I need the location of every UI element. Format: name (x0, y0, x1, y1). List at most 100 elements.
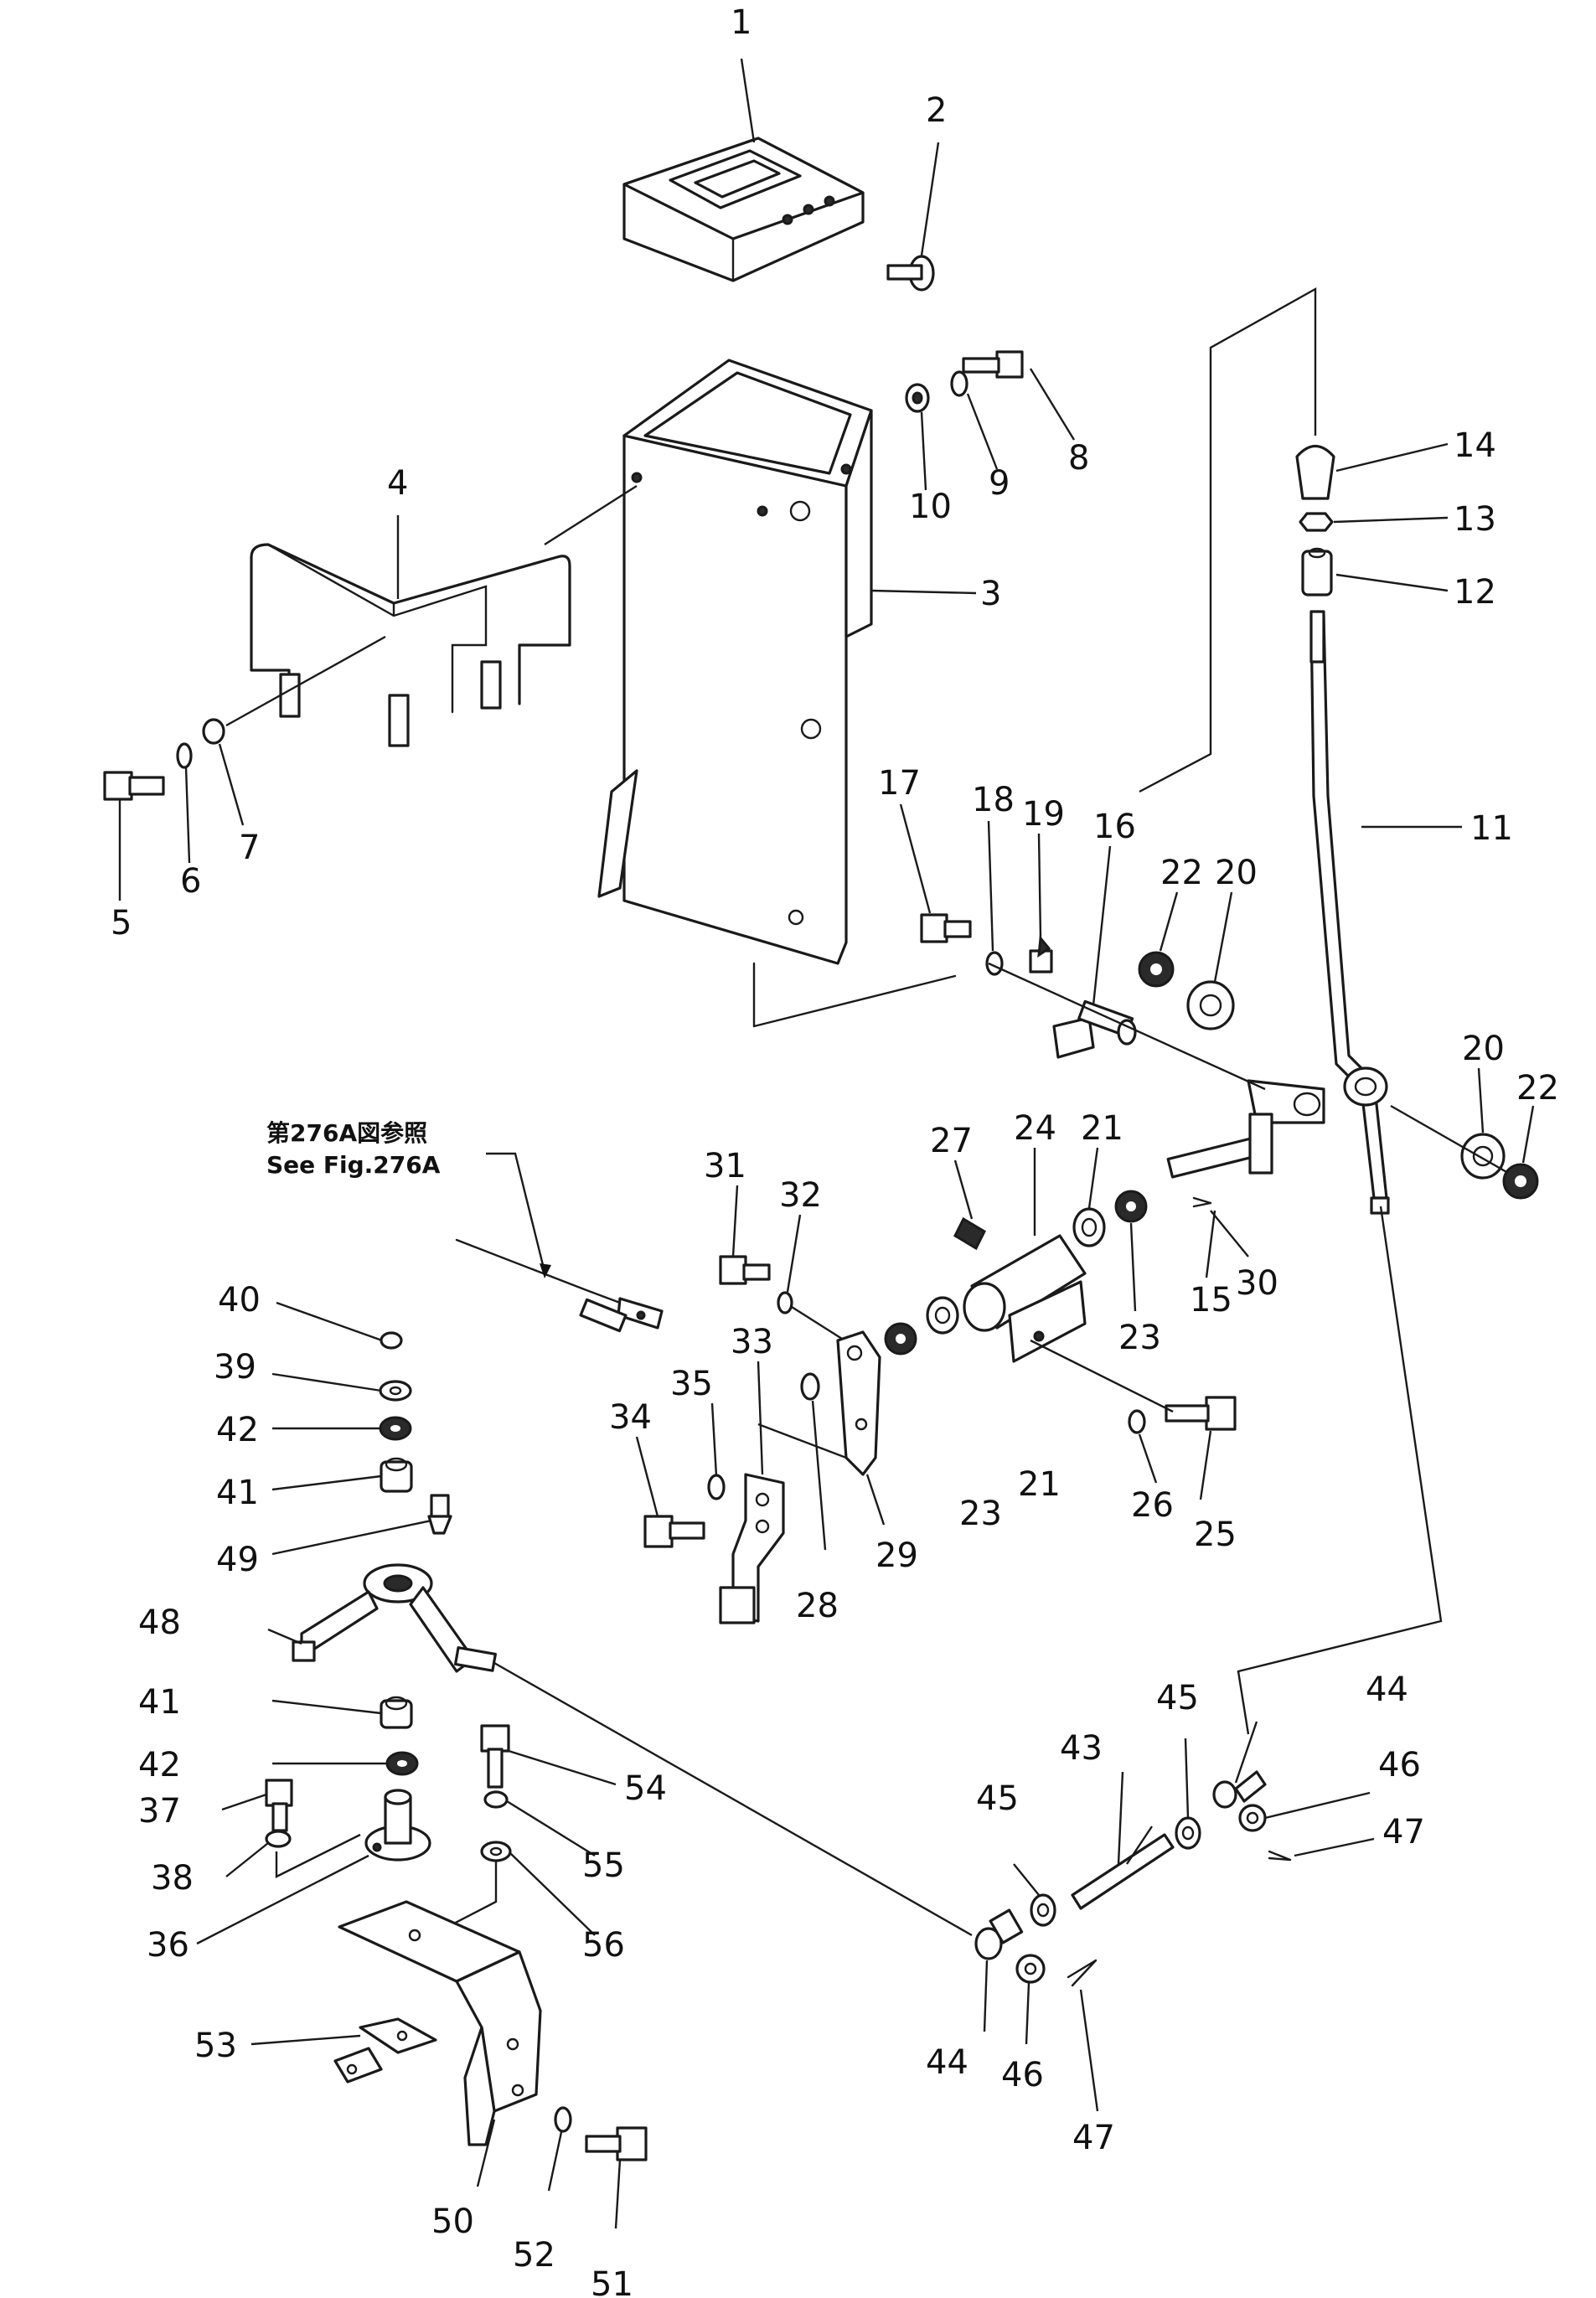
washer-part-39 (379, 1380, 412, 1402)
callout-33: 33 (731, 1323, 773, 1361)
callout-numbers: 1 2 3 4 5 6 7 8 9 10 11 12 13 14 15 16 1… (111, 3, 1559, 2298)
callout-26: 26 (1131, 1486, 1174, 1525)
callout-44a: 44 (926, 2043, 968, 2082)
housing-part-24 (963, 1234, 1087, 1363)
washer-part-9 (950, 370, 968, 397)
washer-part-10 (905, 383, 930, 413)
bolt-part-8 (962, 350, 1024, 379)
pin-part-15 (1166, 1079, 1325, 1179)
callout-12: 12 (1454, 573, 1496, 612)
callout-19: 19 (1022, 795, 1065, 834)
bracket-plate-part-50 (338, 1900, 542, 2146)
leader-lever-group (1139, 287, 1317, 793)
snap-ring-part-40 (380, 1331, 403, 1350)
washer-part-55 (483, 1790, 509, 1809)
callout-17: 17 (878, 764, 921, 803)
bracket-part-53 (333, 2017, 437, 2084)
nut-part-22b (1502, 1163, 1539, 1200)
callout-46b: 46 (1378, 1746, 1421, 1784)
bolt-part-25 (1165, 1396, 1237, 1431)
callout-21a: 21 (1081, 1109, 1123, 1148)
callout-23a: 23 (1118, 1319, 1161, 1357)
callout-22b: 22 (1516, 1069, 1559, 1108)
cotter-pin-part-47a (1067, 1959, 1098, 1987)
leader-linkage-right (1237, 1206, 1443, 1735)
callout-30: 30 (1236, 1264, 1278, 1303)
bolt-part-31 (719, 1255, 771, 1285)
callout-41a: 41 (216, 1474, 259, 1512)
callout-42b: 42 (138, 1746, 181, 1784)
callout-23b: 23 (959, 1495, 1002, 1533)
callout-3: 3 (980, 575, 1001, 613)
cotter-pin-part-47b (1268, 1850, 1292, 1862)
callout-47b: 47 (1382, 1813, 1425, 1851)
nut-part-23a (1114, 1190, 1148, 1223)
callout-32: 32 (779, 1176, 822, 1215)
callout-56: 56 (582, 1926, 625, 1965)
callout-37: 37 (138, 1792, 181, 1831)
callout-27: 27 (930, 1122, 973, 1160)
rod-part-43 (1071, 1833, 1175, 1910)
nut-part-22a (1138, 951, 1175, 988)
ref-note-arrow (540, 1263, 551, 1278)
callout-34: 34 (609, 1398, 652, 1437)
callout-49: 49 (216, 1541, 259, 1579)
leader-handrail-bolt (225, 635, 386, 727)
callout-8: 8 (1068, 439, 1089, 478)
lever-rod-part-11 (1309, 610, 1390, 1215)
callout-45b: 45 (1156, 1679, 1199, 1717)
callout-39: 39 (214, 1348, 256, 1387)
leader-ref-note (486, 1152, 546, 1273)
leader-handrail-column (544, 484, 638, 546)
callout-2: 2 (926, 91, 947, 130)
washer-part-7 (202, 718, 225, 745)
callout-22a: 22 (1160, 854, 1203, 892)
leader-shift-arm (493, 1661, 973, 1937)
callout-53: 53 (194, 2027, 237, 2065)
bushing-part-41b (380, 1696, 413, 1729)
washer-part-35 (707, 1474, 726, 1500)
callout-28: 28 (796, 1587, 839, 1625)
leader-pivot-axis-right (1390, 1104, 1509, 1175)
bolt-part-54 (480, 1724, 510, 1789)
callout-41b: 41 (138, 1683, 181, 1722)
nut-part-23b (884, 1322, 917, 1356)
callout-55: 55 (582, 1846, 625, 1885)
bolt-part-5 (103, 771, 165, 801)
leader-housing-bolt (1030, 1339, 1174, 1413)
callout-40: 40 (218, 1281, 261, 1319)
callout-11: 11 (1470, 809, 1513, 848)
reference-note-english: See Fig.276A (266, 1151, 441, 1179)
callout-20a: 20 (1215, 854, 1258, 892)
callout-13: 13 (1454, 500, 1496, 539)
callout-15: 15 (1190, 1281, 1232, 1319)
shift-arm-part-48 (292, 1563, 497, 1673)
bushing-part-20a (1186, 980, 1235, 1030)
callout-7: 7 (239, 829, 260, 867)
callout-6: 6 (180, 862, 201, 901)
nut-part-13 (1299, 512, 1334, 532)
callout-4: 4 (387, 464, 408, 503)
callout-52: 52 (513, 2236, 555, 2275)
callout-14: 14 (1454, 426, 1496, 465)
bushing-part-41a (380, 1457, 413, 1493)
nut-part-45a (1030, 1893, 1056, 1927)
nut-part-46b (1238, 1804, 1267, 1832)
bracket-part-16 (1052, 999, 1137, 1059)
callout-21b: 21 (1018, 1465, 1061, 1504)
callout-50: 50 (431, 2202, 474, 2241)
callout-44b: 44 (1366, 1671, 1408, 1709)
callout-9: 9 (989, 464, 1010, 503)
callout-35: 35 (670, 1365, 713, 1403)
callout-31: 31 (704, 1147, 746, 1185)
reference-note-japanese: 第276A図参照 (266, 1119, 427, 1147)
washer-part-32 (777, 1291, 793, 1314)
spindle-part-36 (364, 1789, 431, 1862)
callout-1: 1 (731, 3, 752, 42)
cotter-ring-part-28 (800, 1372, 820, 1401)
washer-part-56 (480, 1841, 512, 1862)
washer-part-6 (176, 742, 193, 769)
bushing-part-20b (1460, 1133, 1506, 1180)
reference-note: 第276A図参照 See Fig.276A (266, 1119, 441, 1179)
